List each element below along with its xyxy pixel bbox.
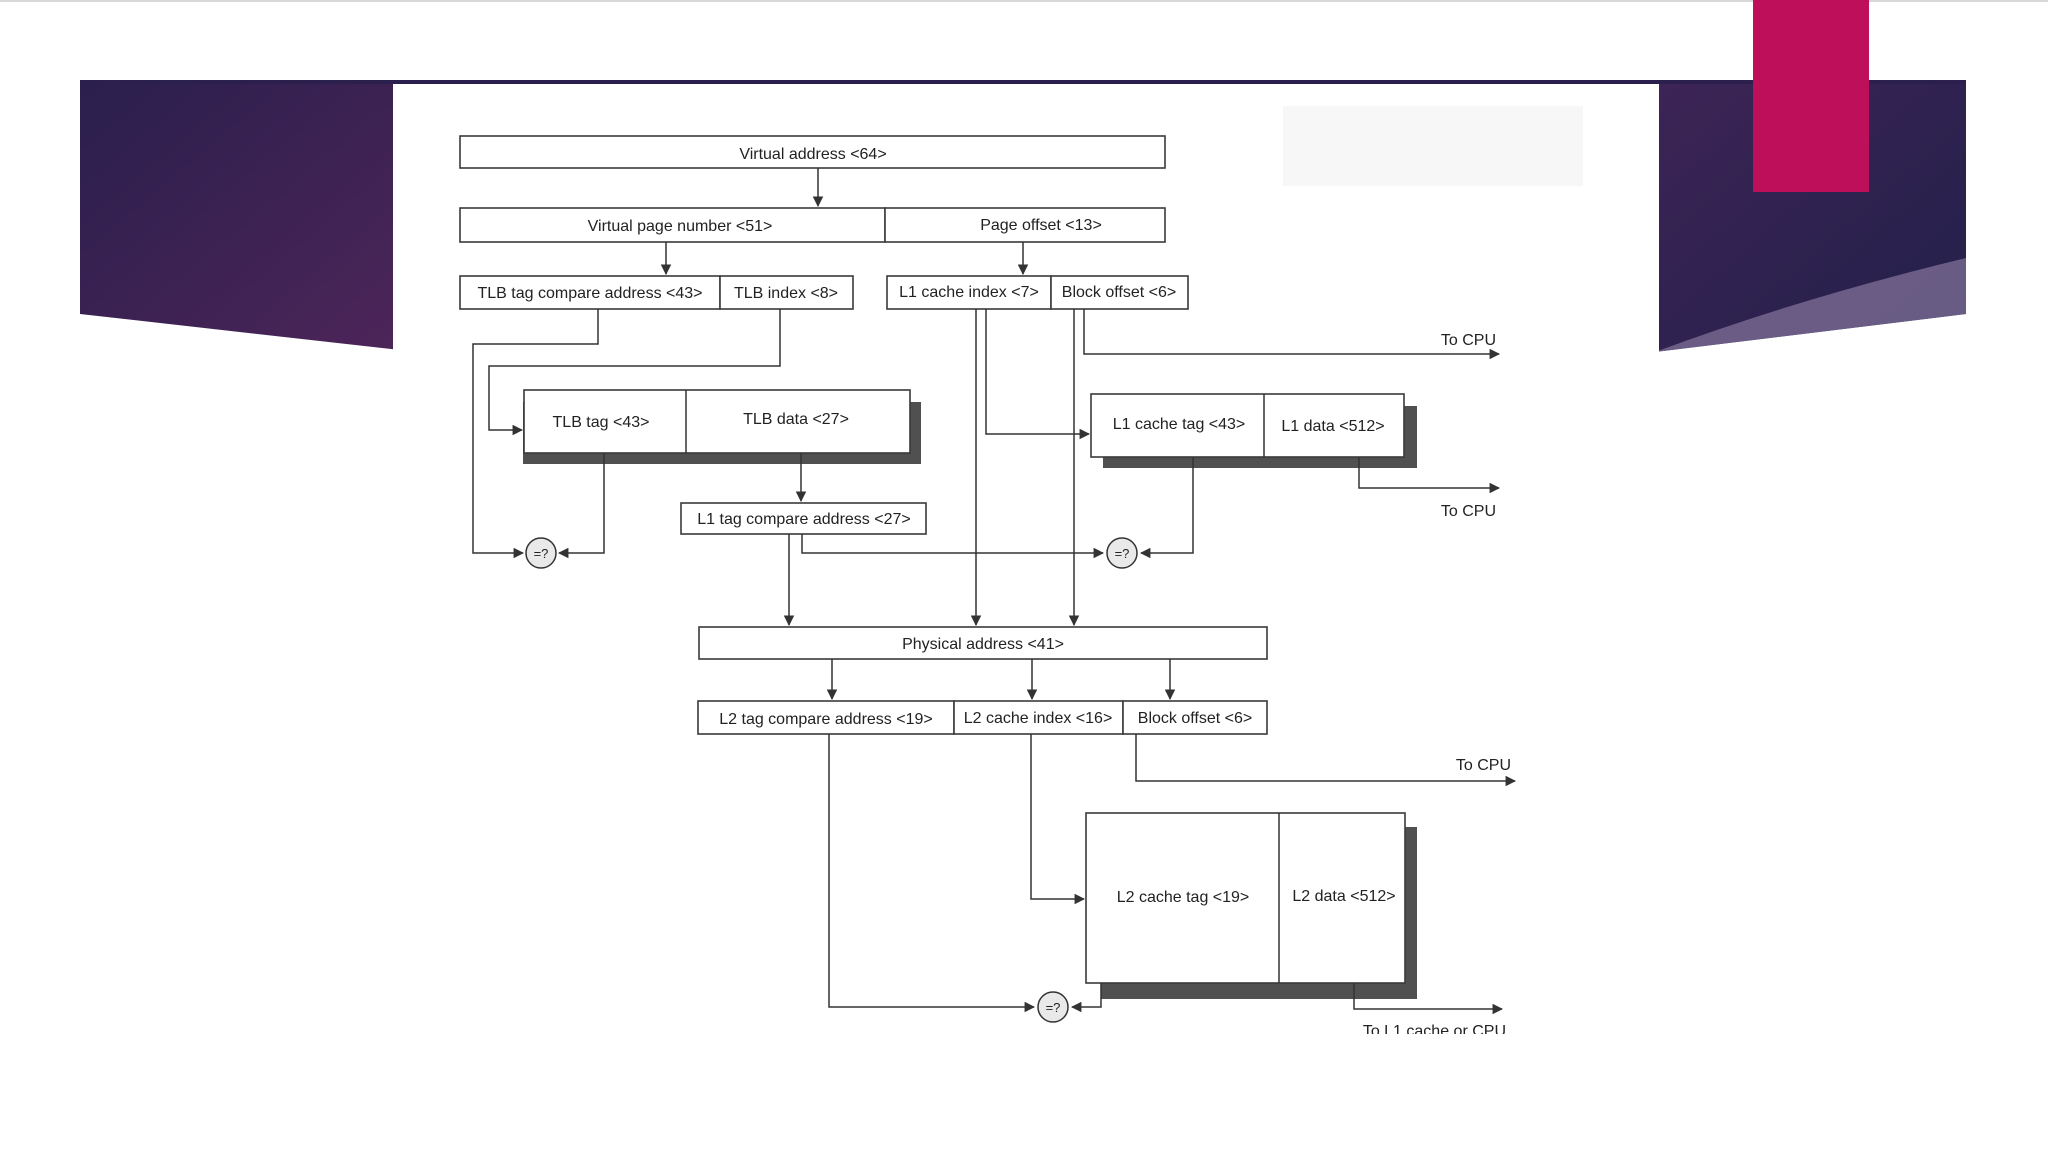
- arrow-tlb-index-to-tlb: [488, 309, 781, 436]
- arrow-l2-offset-to-cpu: [1135, 734, 1517, 787]
- l1-tag-compare-address-box: L1 tag compare address <27>: [680, 502, 927, 535]
- to-l1-or-cpu-label: To L1 cache or CPU: [1363, 1023, 1506, 1034]
- arrow-l2-tag-compare-to-comparator: [828, 734, 1036, 1013]
- tlb-comparator-symbol: =?: [534, 546, 549, 561]
- l2-comparator-symbol: =?: [1046, 1000, 1061, 1015]
- l2-data-label: L2 data <512>: [1292, 888, 1395, 905]
- to-cpu-label-3: To CPU: [1456, 757, 1511, 774]
- tlb-tag-label: TLB tag <43>: [553, 414, 650, 431]
- arrow-l2-index-to-l2-cache: [1030, 734, 1086, 905]
- l1-comparator: =?: [1106, 537, 1138, 569]
- virtual-page-number-box: Virtual page number <51>: [459, 207, 886, 243]
- l1-cache-index-label: L1 cache index <7>: [899, 284, 1039, 301]
- l1-cache-tag-label: L1 cache tag <43>: [1113, 416, 1246, 433]
- memory-hierarchy-diagram: Virtual address <64> Virtual page number…: [393, 84, 1659, 1034]
- slide-banner: [80, 0, 1966, 352]
- l1-tag-compare-address-label: L1 tag compare address <27>: [697, 511, 910, 528]
- tlb-index-label: TLB index <8>: [734, 285, 838, 302]
- tlb-index-box: TLB index <8>: [719, 275, 854, 310]
- top-rule: [0, 0, 2048, 2]
- l1-block-offset-box: Block offset <6>: [1050, 275, 1189, 310]
- l2-cache-tag-label: L2 cache tag <19>: [1117, 889, 1250, 906]
- l2-cache-index-label: L2 cache index <16>: [964, 710, 1113, 727]
- l1-cache-array: L1 cache tag <43> L1 data <512>: [1090, 393, 1405, 458]
- l2-comparator: =?: [1037, 991, 1069, 1023]
- virtual-page-number-label: Virtual page number <51>: [588, 218, 773, 235]
- banner-left-panel: [80, 80, 400, 350]
- arrow-l1-data-to-cpu: [1358, 457, 1501, 494]
- tlb-tag-compare-address-label: TLB tag compare address <43>: [477, 285, 702, 302]
- l2-block-offset-box: Block offset <6>: [1122, 700, 1268, 735]
- arrow-l1-compare-to-comparator: [801, 534, 1105, 559]
- arrow-l2-data-to-l1-or-cpu: [1353, 983, 1504, 1015]
- to-cpu-label-1: To CPU: [1441, 332, 1496, 349]
- to-cpu-label-2: To CPU: [1441, 503, 1496, 520]
- arrow-tlb-tag-compare-to-comparator: [472, 309, 599, 559]
- tlb-tag-compare-address-box: TLB tag compare address <43>: [459, 275, 721, 310]
- arrow-l1-tag-to-comparator: [1139, 457, 1194, 559]
- tlb-comparator: =?: [525, 537, 557, 569]
- physical-address-box: Physical address <41>: [698, 626, 1268, 660]
- l2-cache-array: L2 cache tag <19> L2 data <512>: [1085, 812, 1406, 984]
- tlb-array: TLB tag <43> TLB data <27>: [523, 389, 911, 454]
- page-offset-label: Page offset <13>: [980, 217, 1102, 234]
- l2-cache-index-box: L2 cache index <16>: [953, 700, 1124, 735]
- virtual-address-label: Virtual address <64>: [739, 146, 886, 163]
- l1-block-offset-label: Block offset <6>: [1062, 284, 1176, 301]
- l1-comparator-symbol: =?: [1115, 546, 1130, 561]
- banner-right-swoosh: [1655, 258, 1966, 352]
- l2-tag-compare-address-label: L2 tag compare address <19>: [719, 711, 932, 728]
- arrow-l2-tag-to-comparator: [1070, 983, 1102, 1013]
- virtual-address-box: Virtual address <64>: [459, 135, 1166, 169]
- page-offset-box: Page offset <13>: [884, 207, 1166, 243]
- arrow-tlb-tag-to-comparator: [557, 453, 605, 559]
- l2-tag-compare-address-box: L2 tag compare address <19>: [697, 700, 955, 735]
- l1-cache-index-box: L1 cache index <7>: [886, 275, 1052, 310]
- tlb-data-label: TLB data <27>: [743, 411, 849, 428]
- physical-address-label: Physical address <41>: [902, 636, 1064, 653]
- arrow-l1-index-to-l1-cache: [985, 309, 1091, 440]
- l2-block-offset-label: Block offset <6>: [1138, 710, 1252, 727]
- banner-top-stripe: [80, 80, 1966, 84]
- l1-data-label: L1 data <512>: [1281, 418, 1384, 435]
- scan-smudge: [1283, 106, 1583, 186]
- arrow-block-offset-to-cpu: [1083, 309, 1501, 360]
- accent-tab: [1753, 0, 1869, 192]
